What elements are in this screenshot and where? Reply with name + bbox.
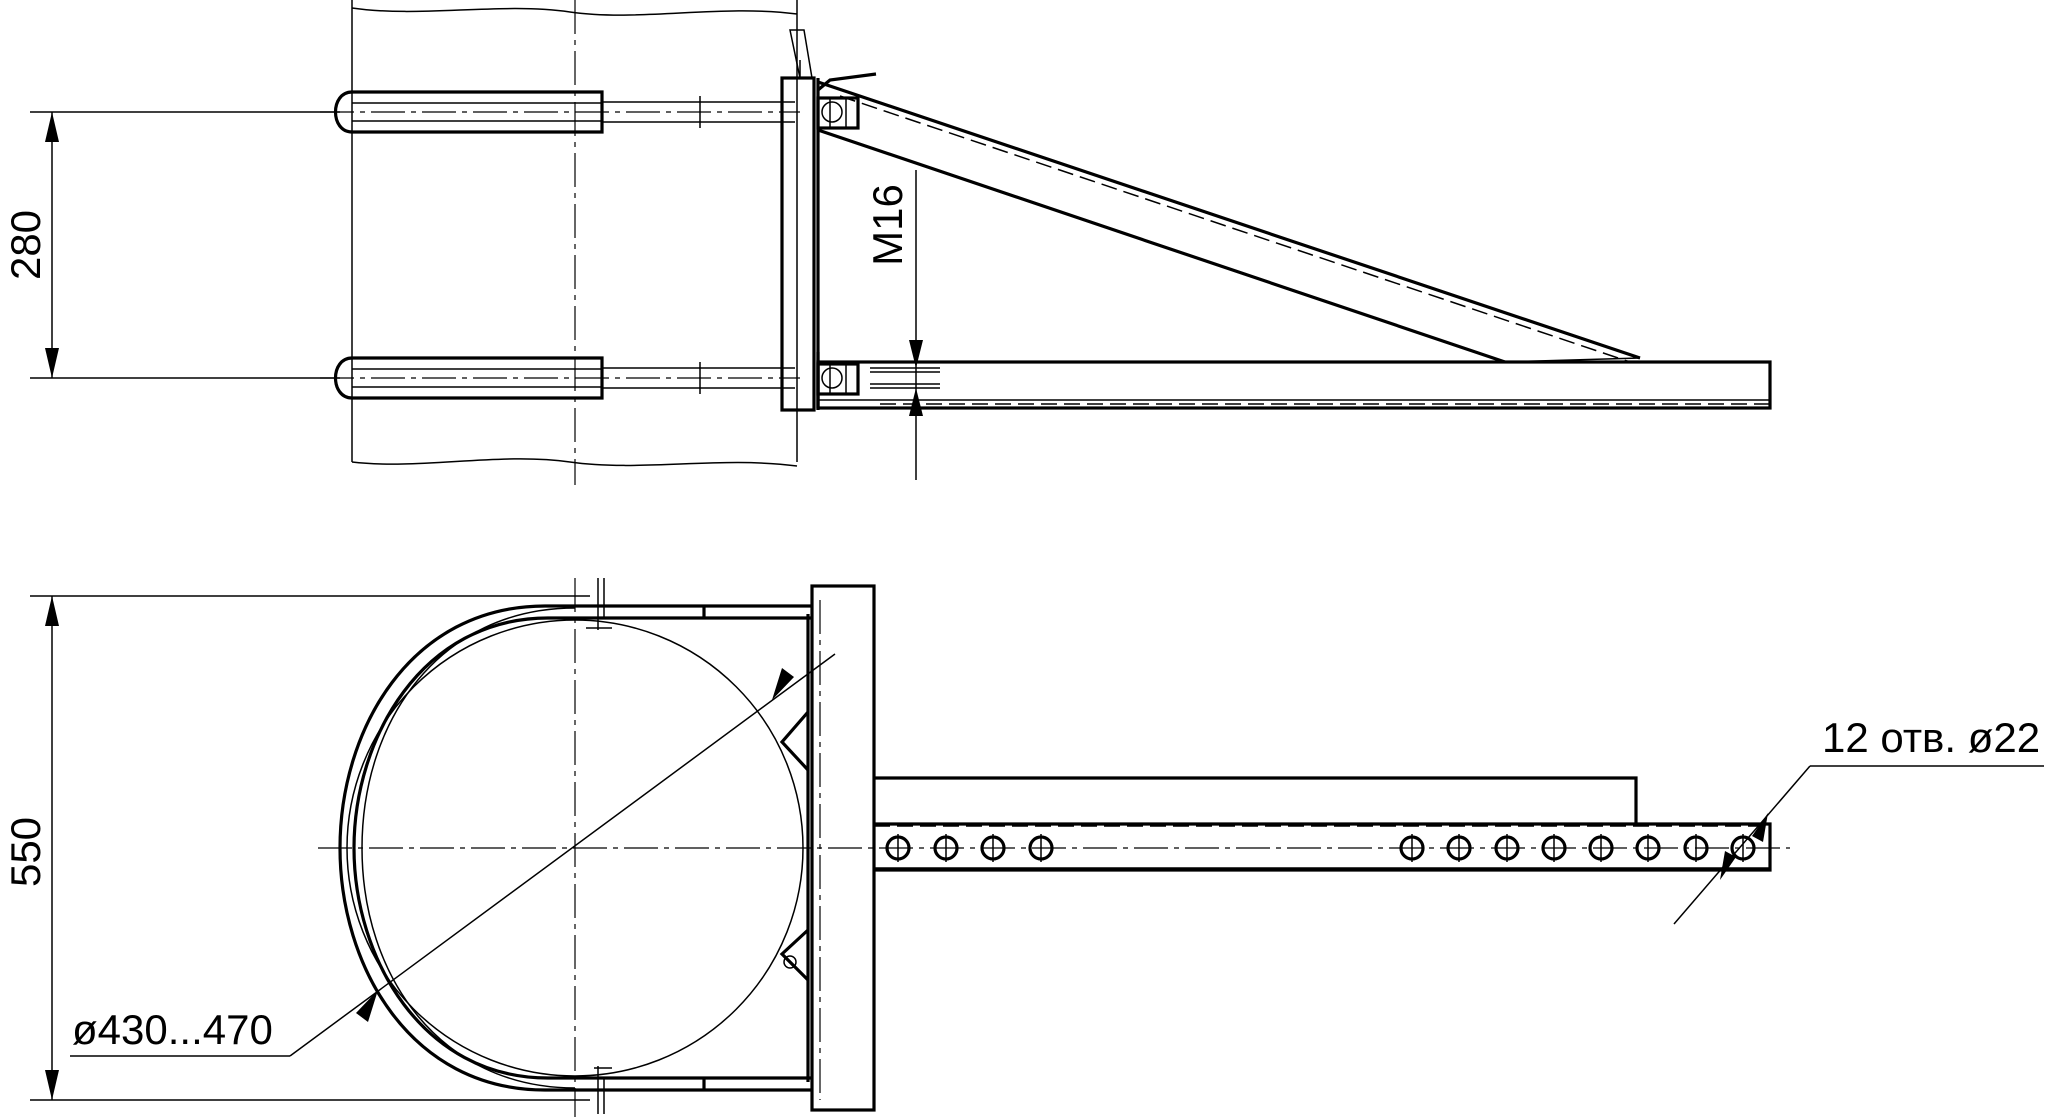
dimension-diameter-label: ø430...470 (72, 1006, 273, 1053)
mounting-plate-side (780, 29, 820, 412)
mast-outline (351, 0, 798, 467)
plan-centerlines (318, 578, 1790, 1117)
plan-view: ø430...470 550 12 отв. ø22 (2, 578, 2044, 1117)
diagonal-brace (817, 80, 1641, 364)
side-elevation-view: 280 M16 (2, 0, 1772, 485)
dimension-m16: M16 (864, 170, 940, 480)
horizontal-arm-side (816, 360, 1772, 410)
dimension-m16-label: M16 (864, 184, 911, 266)
dimension-280: 280 (2, 111, 340, 379)
dimension-550-label: 550 (2, 817, 49, 887)
horizontal-arm-plan (874, 776, 1772, 872)
holes-note-label: 12 отв. ø22 (1822, 714, 2040, 761)
dimension-550: 550 (2, 595, 590, 1101)
dimension-280-label: 280 (2, 210, 49, 280)
upper-nut (816, 72, 877, 130)
clamp-legs (586, 578, 812, 1114)
holes-note: 12 отв. ø22 (1673, 714, 2044, 925)
upper-clamp (320, 90, 800, 134)
lower-clamp (320, 356, 800, 400)
v-brackets (779, 710, 810, 982)
dimension-diameter: ø430...470 (70, 653, 836, 1057)
